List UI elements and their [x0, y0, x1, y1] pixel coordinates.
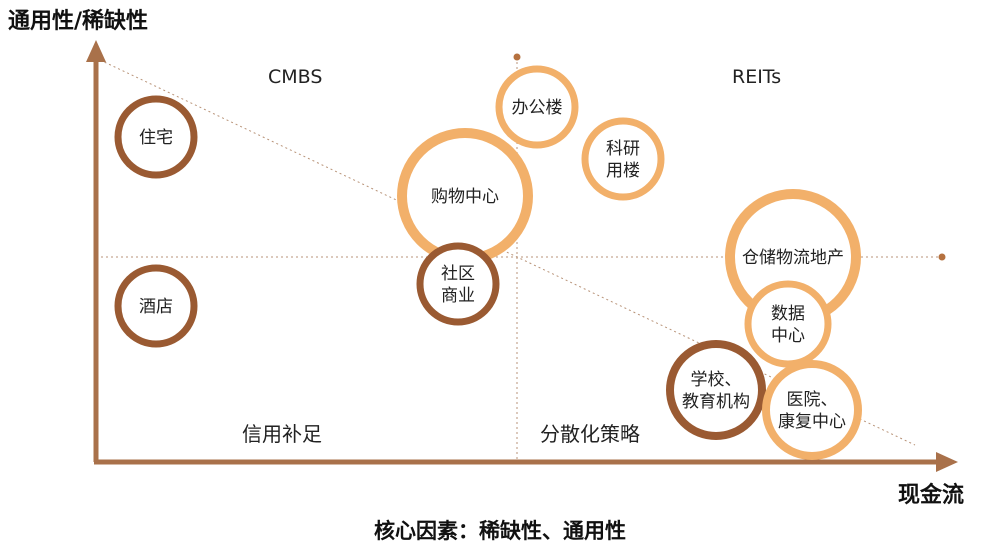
bubble-label-community-commerce: 商业 [441, 286, 475, 306]
bubble-label-education: 教育机构 [682, 392, 750, 412]
bubble-label-research-building: 用楼 [606, 161, 640, 181]
bubble-label-education: 学校、 [691, 370, 742, 390]
bubble-ring-residential [114, 95, 198, 179]
bubble-education: 学校、教育机构 [666, 340, 766, 440]
bubble-label-shopping-center: 购物中心 [431, 187, 499, 207]
vertical-divider-endpoint [513, 53, 521, 61]
quadrant-label-reits: REITs [732, 66, 781, 88]
bubble-logistics: 仓储物流地产 [725, 189, 861, 325]
bubble-shopping-center: 购物中心 [397, 128, 533, 264]
bubble-ring-hospital [762, 360, 862, 460]
bubble-label-office: 办公楼 [512, 98, 563, 118]
quadrant-label-diversification: 分散化策略 [540, 422, 640, 446]
bubbles-layer: 住宅酒店购物中心社区商业办公楼科研用楼仓储物流地产数据中心学校、教育机构医院、康… [114, 65, 862, 460]
bubble-hospital: 医院、康复中心 [762, 360, 862, 460]
horizontal-divider-endpoint [938, 253, 946, 261]
bubble-label-data-center: 数据 [771, 304, 805, 324]
bubble-ring-education [666, 340, 766, 440]
bubble-label-residential: 住宅 [139, 128, 173, 148]
y-axis-arrowhead [86, 40, 106, 62]
quadrant-label-credit-enhancement: 信用补足 [242, 422, 322, 446]
bubble-label-hospital: 康复中心 [778, 412, 846, 432]
bubble-label-hospital: 医院、 [787, 390, 838, 410]
footer-core-factors: 核心因素：稀缺性、通用性 [374, 519, 626, 543]
bubble-label-logistics: 仓储物流地产 [742, 248, 844, 268]
bubble-label-community-commerce: 社区 [441, 264, 475, 284]
bubble-label-data-center: 中心 [771, 326, 805, 346]
bubble-ring-research-building [581, 117, 665, 201]
bubble-hotel: 酒店 [114, 264, 198, 348]
bubble-ring-community-commerce [416, 242, 500, 326]
bubble-office: 办公楼 [495, 65, 579, 149]
bubble-label-research-building: 科研 [606, 139, 640, 159]
bubble-ring-data-center [744, 280, 832, 368]
bubble-ring-hotel [114, 264, 198, 348]
quadrant-label-cmbs: CMBS [268, 66, 322, 88]
y-axis-title: 通用性/稀缺性 [8, 8, 148, 34]
bubble-residential: 住宅 [114, 95, 198, 179]
x-axis-title: 现金流 [898, 482, 964, 508]
bubble-ring-office [495, 65, 579, 149]
bubble-label-hotel: 酒店 [139, 297, 173, 317]
x-axis-arrowhead [936, 452, 958, 472]
